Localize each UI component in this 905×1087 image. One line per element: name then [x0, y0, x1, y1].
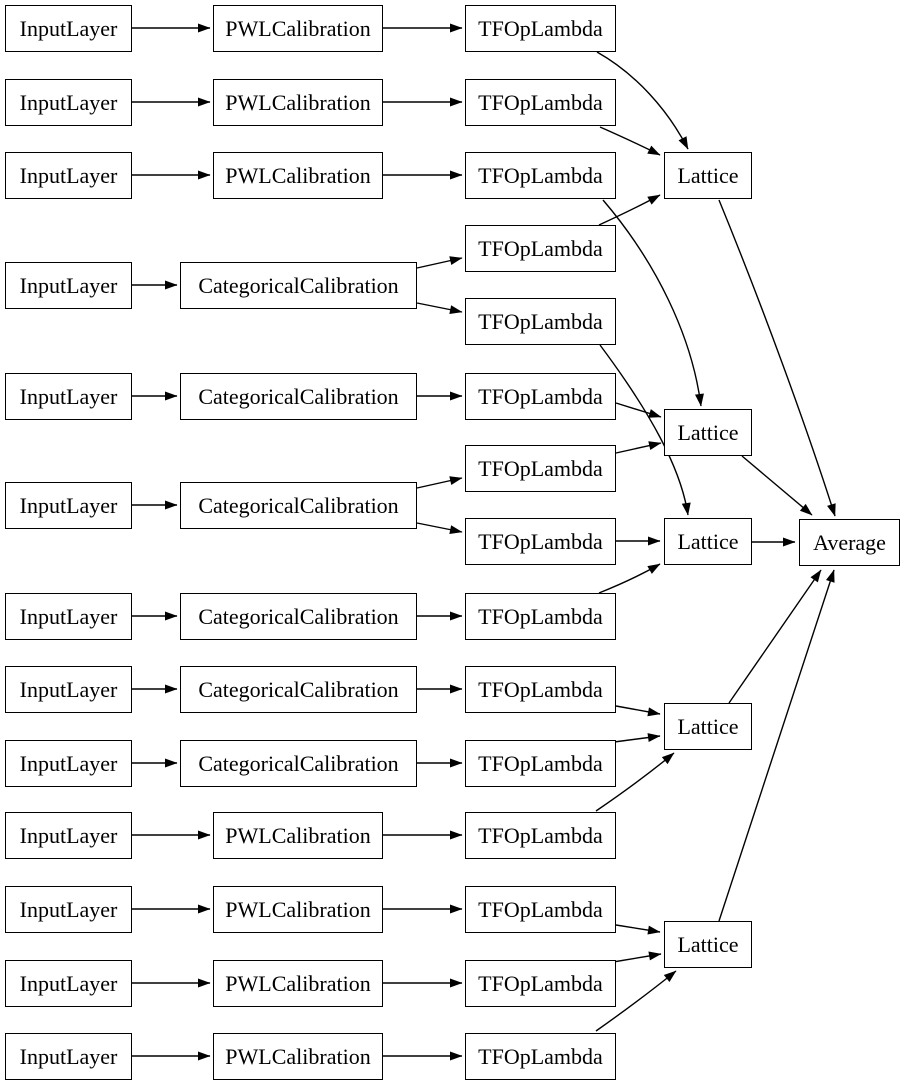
node-tfop-2: TFOpLambda — [465, 79, 616, 126]
node-cat-2: CategoricalCalibration — [180, 373, 417, 420]
edge-tfop-6-lattice-2 — [615, 402, 662, 418]
node-tfop-14: TFOpLambda — [465, 960, 616, 1007]
node-tfop-15: TFOpLambda — [465, 1033, 616, 1080]
node-input-3: InputLayer — [5, 152, 132, 199]
node-cat-3: CategoricalCalibration — [180, 482, 417, 529]
node-input-6: InputLayer — [5, 482, 132, 529]
node-pwl-5: PWLCalibration — [213, 886, 383, 933]
node-lattice-5: Lattice — [664, 921, 752, 968]
edge-tfop-4-lattice-1 — [598, 194, 661, 226]
edge-tfop-7-lattice-2 — [615, 441, 662, 454]
edge-cat-1-tfop-5 — [416, 302, 463, 315]
edge-tfop-9-lattice-3 — [598, 563, 661, 594]
node-input-4: InputLayer — [5, 262, 132, 309]
edge-lattice-4-average — [728, 569, 822, 704]
node-input-2: InputLayer — [5, 79, 132, 126]
edge-cat-3-tfop-7 — [416, 476, 463, 489]
edge-tfop-12-lattice-4 — [595, 752, 675, 812]
node-pwl-4: PWLCalibration — [213, 812, 383, 859]
node-cat-4: CategoricalCalibration — [180, 593, 417, 640]
node-pwl-6: PWLCalibration — [213, 960, 383, 1007]
node-tfop-11: TFOpLambda — [465, 740, 616, 787]
node-input-9: InputLayer — [5, 740, 132, 787]
node-average: Average — [799, 519, 900, 566]
node-tfop-4: TFOpLambda — [465, 225, 616, 272]
node-pwl-2: PWLCalibration — [213, 79, 383, 126]
edge-lattice-2-average — [741, 455, 813, 516]
edge-lattice-5-average — [718, 569, 835, 922]
node-tfop-7: TFOpLambda — [465, 445, 616, 492]
node-tfop-8: TFOpLambda — [465, 518, 616, 565]
node-tfop-9: TFOpLambda — [465, 593, 616, 640]
node-input-11: InputLayer — [5, 886, 132, 933]
edge-tfop-15-lattice-5 — [595, 970, 677, 1032]
node-tfop-10: TFOpLambda — [465, 666, 616, 713]
node-input-10: InputLayer — [5, 812, 132, 859]
node-input-5: InputLayer — [5, 373, 132, 420]
edge-lattice-1-average — [718, 199, 836, 517]
node-input-12: InputLayer — [5, 960, 132, 1007]
edge-cat-1-tfop-4 — [416, 256, 463, 269]
edge-tfop-1-lattice-1 — [596, 51, 689, 150]
node-tfop-12: TFOpLambda — [465, 812, 616, 859]
node-cat-6: CategoricalCalibration — [180, 740, 417, 787]
node-tfop-13: TFOpLambda — [465, 886, 616, 933]
node-lattice-1: Lattice — [664, 152, 752, 199]
edge-tfop-5-lattice-3 — [599, 344, 691, 516]
edge-tfop-13-lattice-5 — [615, 924, 661, 935]
node-input-13: InputLayer — [5, 1033, 132, 1080]
node-tfop-3: TFOpLambda — [465, 152, 616, 199]
edge-tfop-14-lattice-5 — [612, 951, 662, 963]
node-lattice-4: Lattice — [664, 703, 752, 750]
node-tfop-5: TFOpLambda — [465, 298, 616, 345]
node-input-8: InputLayer — [5, 666, 132, 713]
edge-tfop-3-lattice-2 — [602, 199, 704, 407]
node-tfop-6: TFOpLambda — [465, 373, 616, 420]
node-lattice-3: Lattice — [664, 518, 752, 565]
edge-tfop-2-lattice-1 — [599, 126, 661, 156]
node-cat-1: CategoricalCalibration — [180, 262, 417, 309]
node-pwl-1: PWLCalibration — [213, 5, 383, 52]
node-pwl-3: PWLCalibration — [213, 152, 383, 199]
edge-cat-3-tfop-8 — [416, 522, 463, 535]
node-cat-5: CategoricalCalibration — [180, 666, 417, 713]
node-tfop-1: TFOpLambda — [465, 5, 616, 52]
node-pwl-7: PWLCalibration — [213, 1033, 383, 1080]
node-lattice-2: Lattice — [664, 409, 752, 456]
edge-tfop-10-lattice-4 — [615, 705, 661, 717]
node-input-7: InputLayer — [5, 593, 132, 640]
node-input-1: InputLayer — [5, 5, 132, 52]
edge-tfop-11-lattice-4 — [613, 733, 661, 743]
